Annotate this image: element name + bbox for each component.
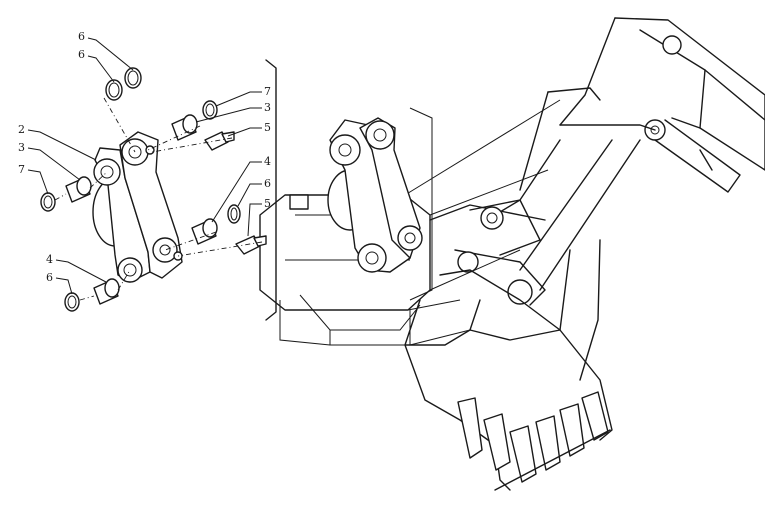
callout-3a: 3 (264, 101, 271, 114)
callout-6d: 6 (46, 271, 53, 284)
callout-6a: 6 (78, 30, 85, 43)
small-parts (40, 67, 267, 312)
callout-5a: 5 (264, 121, 271, 134)
backhoe-arm (404, 17, 765, 491)
callout-labels: 6 6 7 3 5 2 3 7 4 6 5 4 6 (18, 30, 271, 284)
leader-lines (27, 37, 262, 295)
callout-3b: 3 (18, 141, 25, 154)
callout-2: 2 (18, 123, 25, 136)
callout-4b: 4 (46, 253, 53, 266)
callout-6c: 6 (264, 177, 271, 190)
callout-7b: 7 (18, 163, 25, 176)
callout-4a: 4 (264, 155, 271, 168)
callout-7a: 7 (264, 85, 271, 98)
callout-6b: 6 (78, 48, 85, 61)
exploded-linkage (92, 131, 183, 283)
callout-5b: 5 (264, 197, 271, 210)
assembly-lines (54, 97, 263, 301)
installed-linkage (265, 59, 423, 321)
